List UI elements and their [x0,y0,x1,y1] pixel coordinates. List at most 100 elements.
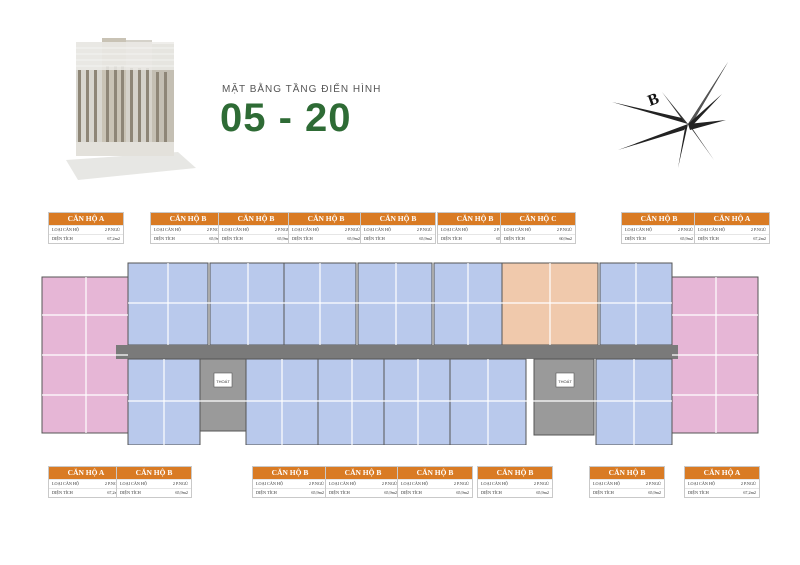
unit-area-label: DIỆN TÍCH [481,490,502,495]
unit-area-label: DIỆN TÍCH [52,490,73,495]
unit-area-label: DIỆN TÍCH [698,236,719,241]
unit-type-label: LOẠI CĂN HỘ [504,227,531,232]
unit-card: CĂN HỘ B LOẠI CĂN HỘ 2 P.NGỦ DIỆN TÍCH 65,9m… [288,212,364,244]
unit-card-title: CĂN HỘ A [695,213,769,225]
unit-type-value: 2 P.NGỦ [104,227,120,232]
unit-area-value: 65,9m2 [456,490,469,495]
unit-type-label: LOẠI CĂN HỘ [481,481,508,486]
unit-area-label: DIỆN TÍCH [292,236,313,241]
floor-plan: THOÁT THOÁT [38,255,763,445]
unit-type-label: LOẠI CĂN HỘ [441,227,468,232]
unit-type-value: 2 P.NGỦ [344,227,360,232]
unit-area-label: DIỆN TÍCH [120,490,141,495]
unit-card-title: CĂN HỘ B [398,467,472,479]
room-partitions [42,263,758,445]
unit-type-label: LOẠI CĂN HỘ [256,481,283,486]
unit-area-value: 65,9m2 [209,236,222,241]
unit-type-value: 2 P.NGỦ [274,227,290,232]
unit-type-label: LOẠI CĂN HỘ [52,227,79,232]
unit-type-value: 2 P.NGỦ [104,481,120,486]
unit-card-title: CĂN HỘ A [685,467,759,479]
unit-type-label: LOẠI CĂN HỘ [292,227,319,232]
unit-card-title: CĂN HỘ C [501,213,575,225]
unit-type-label: LOẠI CĂN HỘ [120,481,147,486]
unit-type-label: LOẠI CĂN HỘ [688,481,715,486]
unit-card-title: CĂN HỘ B [478,467,552,479]
elevator-box [555,372,575,388]
unit-type-row: LOẠI CĂN HỘ 2 P.NGỦ [501,225,575,234]
floor-range-title: 05 - 20 [220,96,352,140]
unit-area-label: DIỆN TÍCH [364,236,385,241]
unit-b-top [209,262,285,346]
unit-b-bottom [383,358,451,445]
unit-area-label: DIỆN TÍCH [593,490,614,495]
unit-type-value: 2 P.NGỦ [740,481,756,486]
unit-type-value: 2 P.NGỦ [381,481,397,486]
unit-area-value: 65,9m2 [175,490,188,495]
unit-area-value: 65,9m2 [277,236,290,241]
unit-card-title: CĂN HỘ B [253,467,327,479]
unit-type-value: 2 P.NGỦ [556,227,572,232]
unit-area-value: 65,9m2 [347,236,360,241]
unit-type-row: LOẠI CĂN HỘ 2 P.NGỦ [622,225,696,234]
unit-area-label: DIỆN TÍCH [256,490,277,495]
unit-area-label: DIỆN TÍCH [688,490,709,495]
unit-area-value: 65,9m2 [536,490,549,495]
unit-type-label: LOẠI CĂN HỘ [364,227,391,232]
unit-card-title: CĂN HỘ B [438,213,512,225]
unit-area-value: 60,9m2 [559,236,572,241]
unit-type-value: 2 P.NGỦ [677,227,693,232]
building-illustration [66,38,196,180]
unit-area-value: 67,2m2 [753,236,766,241]
plan-subtitle: MẶT BẰNG TẦNG ĐIỂN HÌNH [222,84,382,95]
unit-b-top [357,262,433,346]
unit-type-row: LOẠI CĂN HỘ 2 P.NGỦ [685,479,759,488]
unit-area-row: DIỆN TÍCH 65,9m2 [361,234,435,243]
unit-area-value: 65,9m2 [419,236,432,241]
unit-card-title: CĂN HỘ A [49,467,123,479]
unit-area-value: 67,2m2 [107,490,120,495]
unit-area-label: DIỆN TÍCH [154,236,175,241]
unit-type-label: LOẠI CĂN HỘ [625,227,652,232]
unit-area-row: DIỆN TÍCH 67,2m2 [695,234,769,243]
unit-area-row: DIỆN TÍCH 65,9m2 [478,488,552,497]
compass-icon: B [612,62,728,168]
unit-type-label: LOẠI CĂN HỘ [401,481,428,486]
unit-type-value: 2 P.NGỦ [206,227,222,232]
stair-core-left [199,358,247,432]
unit-card-title: CĂN HỘ B [289,213,363,225]
unit-area-row: DIỆN TÍCH 65,9m2 [151,234,225,243]
unit-card-title: CĂN HỘ B [151,213,225,225]
unit-type-row: LOẠI CĂN HỘ 2 P.NGỦ [478,479,552,488]
unit-area-value: 65,9m2 [384,490,397,495]
unit-b-bottom [317,358,385,445]
unit-type-row: LOẠI CĂN HỘ 2 P.NGỦ [117,479,191,488]
unit-area-row: DIỆN TÍCH 65,9m2 [117,488,191,497]
unit-type-value: 2 P.NGỦ [533,481,549,486]
unit-type-value: 2 P.NGỦ [172,481,188,486]
unit-type-value: 2 P.NGỦ [750,227,766,232]
unit-area-value: 67,2m2 [107,236,120,241]
unit-card-title: CĂN HỘ B [361,213,435,225]
unit-type-label: LOẠI CĂN HỘ [593,481,620,486]
